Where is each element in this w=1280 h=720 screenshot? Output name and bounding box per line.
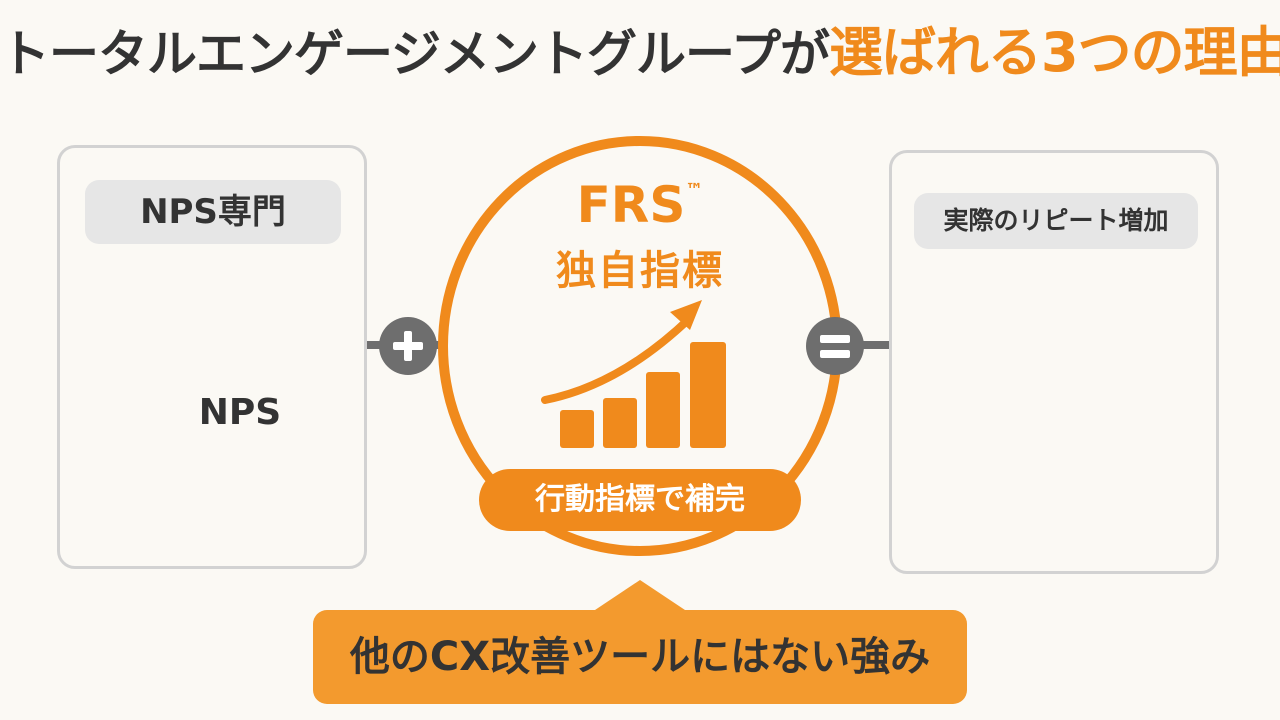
behavior-badge: 行動指標で補完 (479, 469, 801, 531)
nps-card: NPS専門 (57, 145, 367, 569)
nps-label: NPS専門 (85, 180, 341, 244)
frs-title: FRS™ (490, 176, 790, 234)
bar-chart-icon (560, 342, 726, 448)
title-part1: トータルエンゲージメントグループが (0, 25, 830, 83)
equals-icon (806, 317, 864, 375)
title-part2: 選ばれる3つの理由 (829, 21, 1280, 84)
plus-icon (379, 317, 437, 375)
frs-subtitle: 独自指標 (556, 248, 724, 294)
banner-pointer (592, 580, 688, 612)
page-title: トータルエンゲージメントグループが選ばれる3つの理由 (0, 8, 1280, 87)
repeat-card: 実際のリピート増加 (889, 150, 1219, 574)
trend-arrow-icon (541, 300, 702, 404)
clipboard-text: NPS (198, 392, 282, 433)
repeat-label: 実際のリピート増加 (914, 193, 1198, 249)
strength-banner: 他のCX改善ツールにはない強み (313, 610, 967, 704)
trademark-mark: ™ (685, 180, 704, 201)
frs-title-text: FRS (576, 176, 686, 234)
